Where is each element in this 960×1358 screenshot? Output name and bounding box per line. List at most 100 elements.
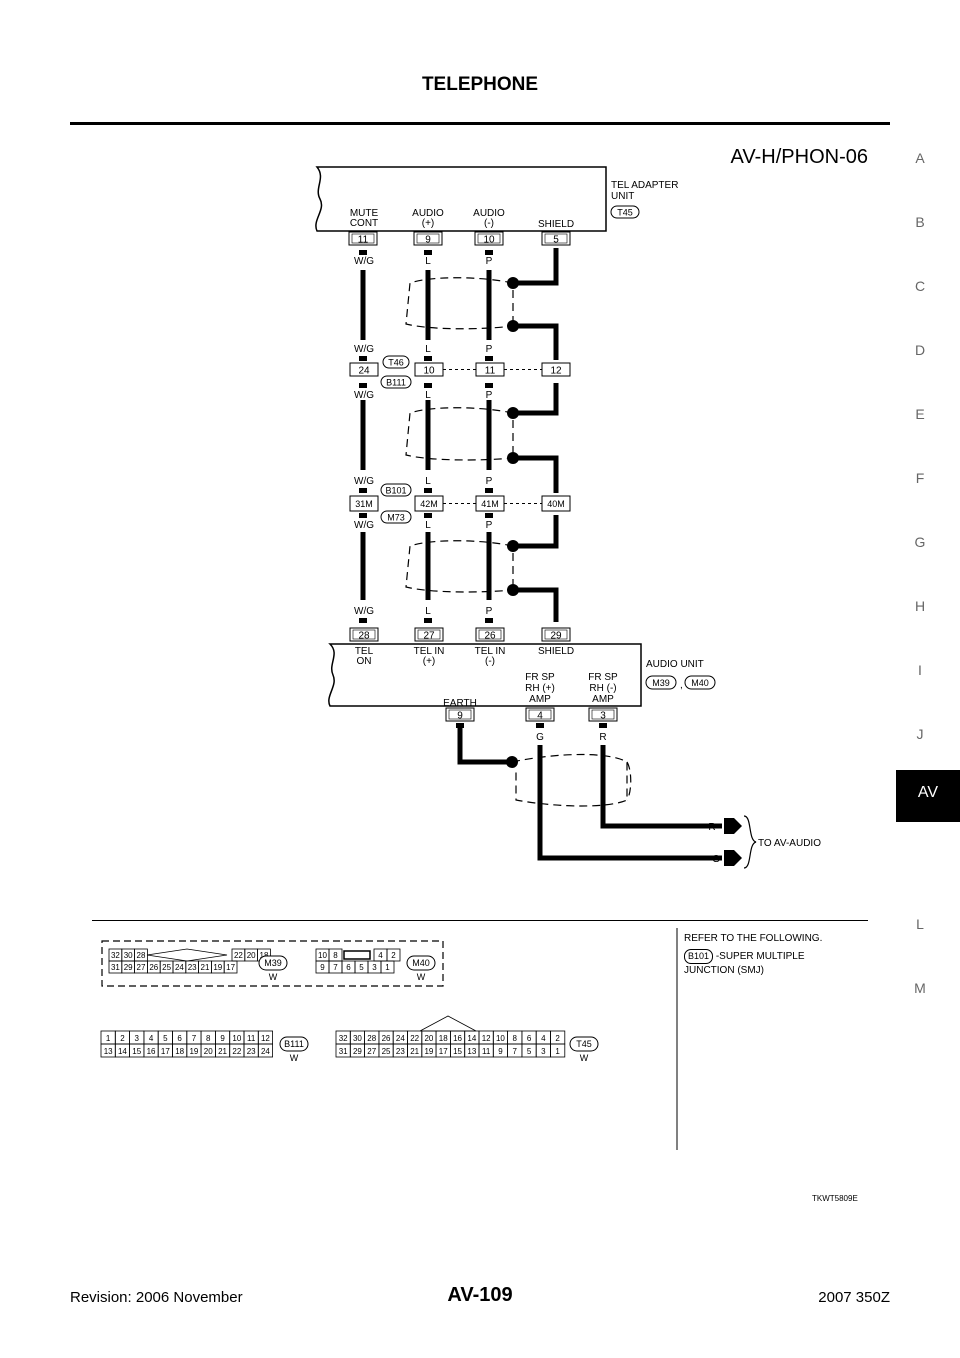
pin-box-inner [448, 709, 472, 720]
pin-box [349, 495, 379, 512]
wire-label: L [425, 520, 431, 531]
cavity-number: 29 [353, 1047, 362, 1056]
wire-color-labels: W/G L P W/G L P W/G L P W/G L P W/G L P … [354, 256, 493, 617]
footer-page-number: AV-109 [447, 1284, 513, 1306]
index-d[interactable]: D [914, 342, 926, 358]
to-av-audio-label: TO AV-AUDIO [758, 838, 821, 849]
audio-pin-label: AMP [592, 694, 614, 705]
wire-label: W/G [354, 606, 374, 617]
pin-label-shield: SHIELD [538, 219, 574, 230]
cavity-number: 17 [226, 963, 235, 972]
pin-box-inner [352, 629, 376, 640]
cavity-number: 20 [204, 1047, 213, 1056]
t46-badge [382, 355, 410, 369]
cavity-number: B111 [284, 1039, 304, 1049]
pin-box [474, 231, 504, 246]
pin-box [414, 627, 444, 642]
pin-box-inner [544, 233, 568, 244]
cavity-number: 7 [513, 1047, 518, 1056]
wire-label: P [486, 520, 493, 531]
cavity-number: 32 [111, 951, 120, 960]
wire-label: R [708, 822, 715, 833]
index-l[interactable]: L [916, 916, 924, 932]
cavity-number: 11 [482, 1047, 491, 1056]
wire-label: W/G [354, 520, 374, 531]
pin-box-inner [591, 709, 615, 720]
wire-label: W/G [354, 256, 374, 267]
index-e[interactable]: E [915, 406, 925, 422]
index-j[interactable]: J [916, 726, 924, 742]
cavity-number: 16 [453, 1034, 462, 1043]
cavity-number: 21 [218, 1047, 227, 1056]
cavity-number: 9 [320, 963, 325, 972]
pin-number: 10 [423, 366, 435, 377]
cavity-number: 12 [482, 1034, 491, 1043]
index-f[interactable]: F [915, 470, 925, 486]
cavity-number: 2 [120, 1034, 125, 1043]
figure-id: TKWT5809E [812, 1194, 858, 1203]
pin-number: 9 [457, 711, 463, 722]
active-section-tab[interactable] [896, 770, 960, 822]
refer-b101-badge: B101 [684, 949, 714, 964]
cavity-number: 21 [201, 963, 210, 972]
refer-line-2: -SUPER MULTIPLE [715, 951, 805, 962]
wire-label: L [425, 256, 431, 267]
cavity-number: 15 [453, 1047, 462, 1056]
cavity-number: 24 [261, 1047, 270, 1056]
pin-number: 9 [425, 235, 431, 246]
connector-badge [406, 955, 436, 971]
cavity-number: 19 [424, 1047, 433, 1056]
index-m[interactable]: M [914, 980, 926, 996]
cavity-number: 6 [346, 963, 351, 972]
t45-connector-label: T45 [617, 208, 633, 218]
cavity-number: 22 [410, 1034, 419, 1043]
audio-pin-label: FR SP [525, 672, 555, 683]
pin-label-audio-minus-1: AUDIO [473, 208, 505, 219]
audio-pin-label: EARTH [443, 698, 477, 709]
b111-badge [380, 375, 412, 389]
wire-label: G [712, 854, 720, 865]
pin-box [349, 362, 379, 377]
cavity-number: 8 [513, 1034, 518, 1043]
index-c[interactable]: C [914, 278, 926, 294]
index-a[interactable]: A [915, 150, 925, 166]
cavity-number: 13 [104, 1047, 113, 1056]
connector-group-m39-m40 [101, 940, 444, 987]
index-h[interactable]: H [914, 598, 926, 614]
cavity-number: 29 [124, 963, 133, 972]
cavity-number: T45 [576, 1039, 592, 1049]
index-g[interactable]: G [914, 534, 926, 550]
cavity-number: 4 [378, 951, 383, 960]
cavity-number: 9 [498, 1047, 503, 1056]
tel-adapter-pins: 11 9 10 5 [348, 231, 571, 246]
refer-line-3: JUNCTION (SMJ) [684, 965, 764, 976]
cavity-number: 8 [333, 951, 338, 960]
cavity-number: 23 [396, 1047, 405, 1056]
pin-number: 40M [547, 499, 565, 509]
joint-t46-b111: 24 10 11 12 T46 B111 [349, 355, 571, 389]
cavity-number: 28 [367, 1034, 376, 1043]
cavity-number: 7 [192, 1034, 197, 1043]
wire-label: L [425, 344, 431, 355]
cavity-number: 4 [541, 1034, 546, 1043]
cavity-number: 10 [496, 1034, 505, 1043]
wire-label: L [425, 476, 431, 487]
pin-box [348, 231, 378, 246]
cavity-number: 18 [439, 1034, 448, 1043]
shield-drain-dots [507, 277, 519, 596]
wire-label: R [599, 732, 606, 743]
pin-label-mute-1: MUTE [350, 208, 379, 219]
index-i[interactable]: I [918, 662, 922, 678]
tel-adapter-pin-labels: MUTE CONT AUDIO (+) AUDIO (-) SHIELD [350, 208, 574, 230]
wire-label: L [425, 606, 431, 617]
index-b[interactable]: B [915, 214, 925, 230]
connector-badge [258, 955, 288, 971]
cavity-number: 19 [189, 1047, 198, 1056]
arrow-icon [724, 818, 742, 834]
cavity-number: 8 [206, 1034, 211, 1043]
pin-box-inner [478, 629, 502, 640]
cavity-number: 25 [162, 963, 171, 972]
shield-drain-wires [513, 248, 559, 622]
cavity-number: 32 [339, 1034, 348, 1043]
